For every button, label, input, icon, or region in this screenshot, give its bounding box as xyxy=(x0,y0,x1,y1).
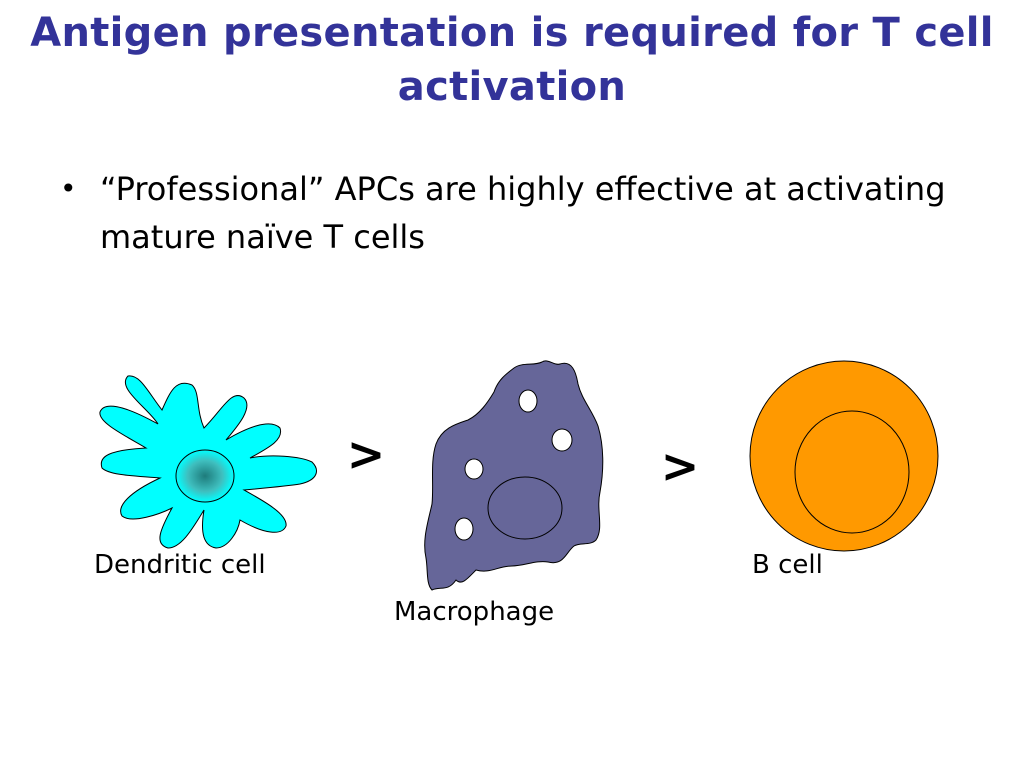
dendritic-cell-label: Dendritic cell xyxy=(94,550,266,580)
b-cell-nucleus xyxy=(794,410,910,534)
dendritic-cell-nucleus xyxy=(175,449,235,503)
macrophage-vacuole xyxy=(518,389,538,413)
greater-than-symbol: > xyxy=(661,439,700,493)
b-cell-label: B cell xyxy=(752,550,823,580)
macrophage-label: Macrophage xyxy=(394,597,555,627)
macrophage-body xyxy=(424,360,604,591)
macrophage-vacuole xyxy=(551,428,573,452)
bullet-marker: • xyxy=(60,172,77,205)
bullet-list: • “Professional” APCs are highly effecti… xyxy=(60,165,960,261)
macrophage-vacuole xyxy=(454,517,474,541)
macrophage-shape xyxy=(424,360,604,591)
bullet-text: “Professional” APCs are highly effective… xyxy=(100,170,946,256)
greater-than-symbol: > xyxy=(347,427,386,481)
b-cell-shape xyxy=(749,360,939,552)
macrophage-nucleus xyxy=(487,476,563,540)
bullet-item: • “Professional” APCs are highly effecti… xyxy=(60,165,960,261)
macrophage-vacuole xyxy=(464,458,484,480)
slide-title: Antigen presentation is required for T c… xyxy=(30,10,994,110)
dendritic-cell-shape xyxy=(99,375,317,549)
